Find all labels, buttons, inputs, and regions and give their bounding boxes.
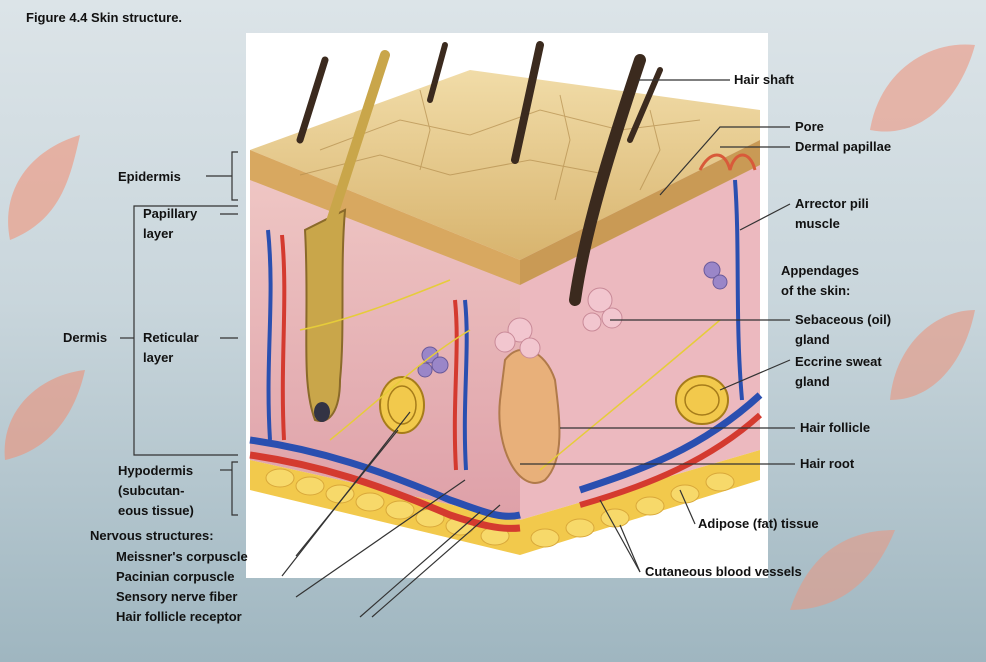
label-pacinian-corpuscle: Pacinian corpuscle [116, 569, 235, 584]
label-reticular-layer-2: layer [143, 350, 174, 365]
label-epidermis: Epidermis [118, 169, 181, 184]
label-appendages: Appendages [781, 263, 860, 278]
label-meissners-corpuscle: Meissner's corpuscle [116, 549, 248, 564]
label-hypodermis: Hypodermis [118, 463, 194, 478]
label-nervous-structures: Nervous structures: [90, 528, 214, 543]
label-arrector-pili-2: muscle [795, 216, 840, 231]
label-sebaceous-gland: Sebaceous (oil) [795, 312, 892, 327]
label-reticular-layer: Reticular [143, 330, 199, 345]
label-hair-root: Hair root [800, 456, 855, 471]
label-eccrine-sweat-gland-2: gland [795, 374, 830, 389]
label-eccrine-sweat-gland: Eccrine sweat [795, 354, 882, 369]
leaf-decoration-icon [890, 310, 975, 400]
label-papillary-layer-2: layer [143, 226, 174, 241]
label-dermal-papillae: Dermal papillae [795, 139, 892, 154]
label-adipose-tissue: Adipose (fat) tissue [698, 516, 819, 531]
label-hair-shaft: Hair shaft [734, 72, 794, 87]
leaf-decoration-icon [8, 135, 80, 240]
label-dermis: Dermis [63, 330, 108, 345]
leaf-decoration-icon [4, 370, 85, 460]
label-hair-follicle: Hair follicle [800, 420, 871, 435]
label-pore: Pore [795, 119, 824, 134]
figure-title: Figure 4.4 Skin structure. [26, 10, 183, 25]
label-papillary-layer: Papillary [143, 206, 198, 221]
label-hypodermis-2: (subcutan- [118, 483, 185, 498]
label-sebaceous-gland-2: gland [795, 332, 830, 347]
label-appendages-2: of the skin: [781, 283, 851, 298]
label-cutaneous-blood-vessels: Cutaneous blood vessels [645, 564, 802, 579]
leaf-decoration-icon [870, 44, 975, 132]
label-hypodermis-3: eous tissue) [118, 503, 194, 518]
label-arrector-pili: Arrector pili [795, 196, 869, 211]
label-hair-follicle-receptor: Hair follicle receptor [116, 609, 242, 624]
leaf-decoration-icon [790, 530, 895, 610]
label-sensory-nerve-fiber: Sensory nerve fiber [116, 589, 238, 604]
